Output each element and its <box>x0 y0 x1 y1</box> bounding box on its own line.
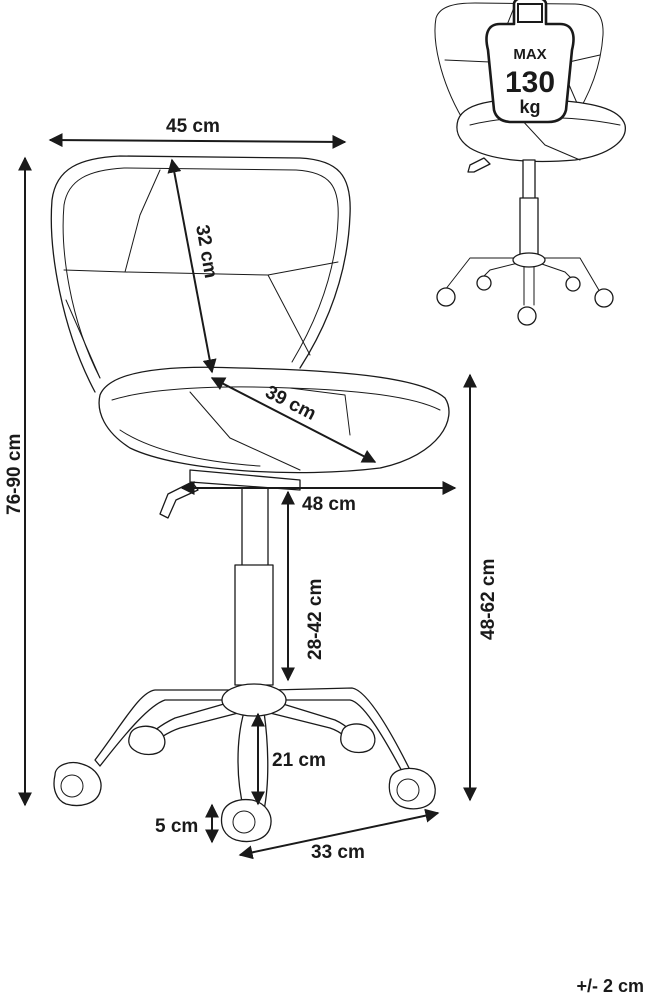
badge-unit: kg <box>519 97 540 117</box>
main-chair-drawing <box>50 155 450 843</box>
label-tolerance: +/- 2 cm <box>576 976 644 996</box>
label-wheel-height: 5 cm <box>155 816 198 837</box>
label-gas-lift: 28-42 cm <box>305 579 326 660</box>
label-seat-height: 48-62 cm <box>478 559 499 640</box>
caster-back-left <box>128 725 166 756</box>
dimension-lines <box>18 133 477 860</box>
label-backrest-height: 32 cm <box>191 223 221 280</box>
label-base-radius: 33 cm <box>311 842 365 863</box>
caster-back-right <box>340 723 376 754</box>
caster-front-right <box>388 767 436 810</box>
badge-max: MAX <box>513 46 546 63</box>
max-load-badge: MAX 130 kg <box>485 0 575 124</box>
caster-front-left <box>53 761 102 807</box>
label-leg-height: 21 cm <box>272 750 326 771</box>
thumbnail-chair: MAX 130 kg <box>434 0 626 326</box>
dimension-labels: 45 cm 32 cm 39 cm 48 cm 76-90 cm 28-42 c… <box>4 116 644 996</box>
badge-value: 130 <box>505 66 555 99</box>
label-seat-width: 48 cm <box>302 494 356 515</box>
label-width: 45 cm <box>166 116 220 137</box>
label-overall-height: 76-90 cm <box>4 434 25 515</box>
caster-center <box>220 798 272 843</box>
